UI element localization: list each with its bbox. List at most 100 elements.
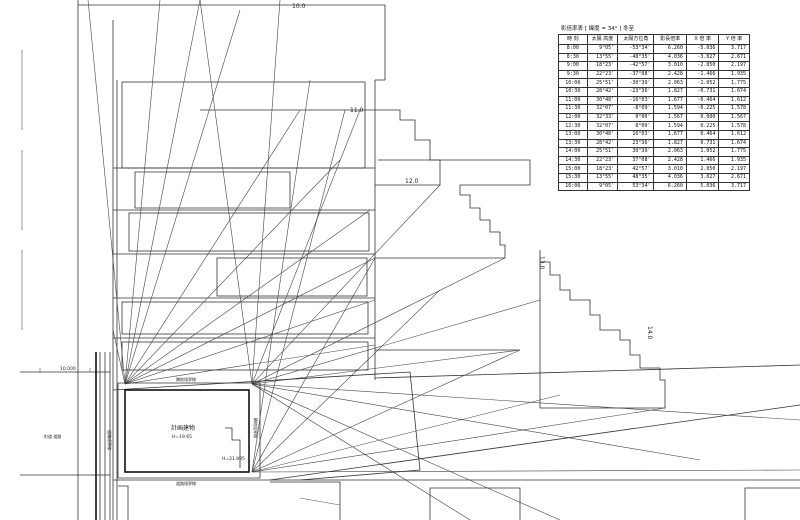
table-cell: 14:30	[558, 155, 588, 166]
table-cell: -37°08'	[617, 69, 655, 80]
table-cell: 9°05'	[586, 44, 619, 54]
south-building	[429, 487, 521, 520]
table-cell: -23°36'	[617, 86, 655, 97]
road-name-label: 町道 道路	[44, 433, 61, 439]
table-cell: 10:00	[558, 78, 588, 88]
adjacent-building	[216, 257, 368, 297]
table-cell: 16:00	[558, 181, 588, 192]
table-cell: -16°03'	[617, 95, 655, 106]
table-cell: 28°42'	[586, 138, 619, 149]
table-cell: 32°07'	[586, 121, 619, 131]
table-cell: 28°42'	[586, 86, 619, 97]
south-boundary-label: 道路境界線	[176, 480, 196, 486]
table-cell: 14:00	[558, 147, 588, 157]
table-cell: 13°55'	[586, 172, 619, 183]
building-h2-label: H=21.895	[222, 456, 245, 462]
table-cell: 22°23'	[586, 155, 619, 166]
table-cell: 1.567	[718, 112, 750, 123]
table-cell: 1.612	[718, 129, 750, 140]
table-cell: -48°35'	[617, 52, 655, 63]
table-cell: 42°57'	[617, 164, 655, 174]
table-cell: 18°23'	[586, 164, 619, 174]
table-cell: 16°03'	[617, 129, 655, 140]
table-cell: 1.052	[685, 147, 720, 157]
table-cell: 1.674	[718, 86, 750, 97]
table-cell: -3.027	[685, 52, 720, 63]
table-cell: 1.775	[718, 147, 750, 157]
column-header: 太陽 高度	[586, 34, 619, 45]
table-cell: 3.717	[718, 44, 750, 54]
table-cell: 30°48'	[586, 95, 619, 106]
table-cell: 1.935	[718, 155, 750, 166]
road-width-label: 10.000	[60, 366, 76, 372]
table-cell: -0.731	[685, 86, 720, 97]
table-cell: 1.612	[718, 95, 750, 106]
table-cell: 1.775	[718, 78, 750, 88]
south-building	[118, 485, 129, 520]
table-cell: -42°57'	[617, 61, 655, 71]
table-cell: 1.578	[718, 121, 750, 131]
table-cell: 1.466	[685, 155, 720, 166]
table-cell: 4.036	[653, 52, 687, 63]
table-title: 影倍率表 [ 緯度 = 34° ] 冬至	[561, 26, 635, 32]
table-cell: 10:30	[558, 86, 588, 97]
adjacent-building	[121, 81, 366, 169]
table-cell: 3.010	[653, 61, 687, 71]
table-cell: 1.594	[653, 121, 687, 131]
adjacent-building	[121, 301, 369, 335]
table-cell: 37°08'	[617, 155, 655, 166]
table-cell: 5.036	[685, 181, 720, 192]
table-cell: 9°05'	[586, 181, 619, 192]
column-header: 影長倍率	[653, 34, 687, 45]
table-cell: -1.052	[685, 78, 720, 88]
contour-line-13	[539, 250, 666, 409]
building-height-label: H=19.65	[172, 434, 192, 440]
site-boundary	[117, 382, 261, 479]
dim-line	[299, 497, 341, 506]
south-building	[744, 487, 800, 520]
table-cell: 1.578	[718, 104, 750, 114]
column-header: 太陽方位角	[617, 34, 655, 45]
contour-line-11	[200, 109, 441, 186]
table-cell: 22°23'	[586, 69, 619, 80]
table-cell: 0.225	[685, 121, 720, 131]
contour-label-11: 11.0	[350, 107, 364, 114]
table-cell: 48°35'	[617, 172, 655, 183]
contour-label-12: 12.0	[405, 178, 419, 185]
table-cell: 2.197	[718, 61, 750, 71]
planned-building	[124, 389, 250, 473]
table-cell: 1.567	[653, 112, 687, 123]
table-cell: 2.050	[685, 164, 720, 174]
table-cell: 11:00	[558, 95, 588, 106]
table-cell: 1.677	[653, 95, 687, 106]
shadow-rays	[87, 0, 800, 520]
table-cell: -8°09'	[617, 104, 655, 114]
table-cell: 0.464	[685, 129, 720, 140]
table-cell: 18°23'	[586, 61, 619, 71]
table-cell: 1.677	[653, 129, 687, 140]
table-cell: 2.671	[718, 52, 750, 63]
table-cell: 32°07'	[586, 104, 619, 114]
table-cell: 1.827	[653, 86, 687, 97]
shadow-envelope	[374, 364, 800, 379]
table-cell: 8°09'	[617, 121, 655, 131]
table-cell: 25°51'	[586, 78, 619, 88]
adjacent-building	[134, 171, 291, 209]
table-cell: 13:30	[558, 138, 588, 149]
table-cell: 13:00	[558, 129, 588, 140]
road-boundary-label: 道路境界線	[107, 430, 113, 450]
table-cell: 6.260	[653, 44, 687, 54]
table-cell: -53°34'	[617, 44, 655, 54]
table-cell: 0.000	[685, 112, 720, 123]
